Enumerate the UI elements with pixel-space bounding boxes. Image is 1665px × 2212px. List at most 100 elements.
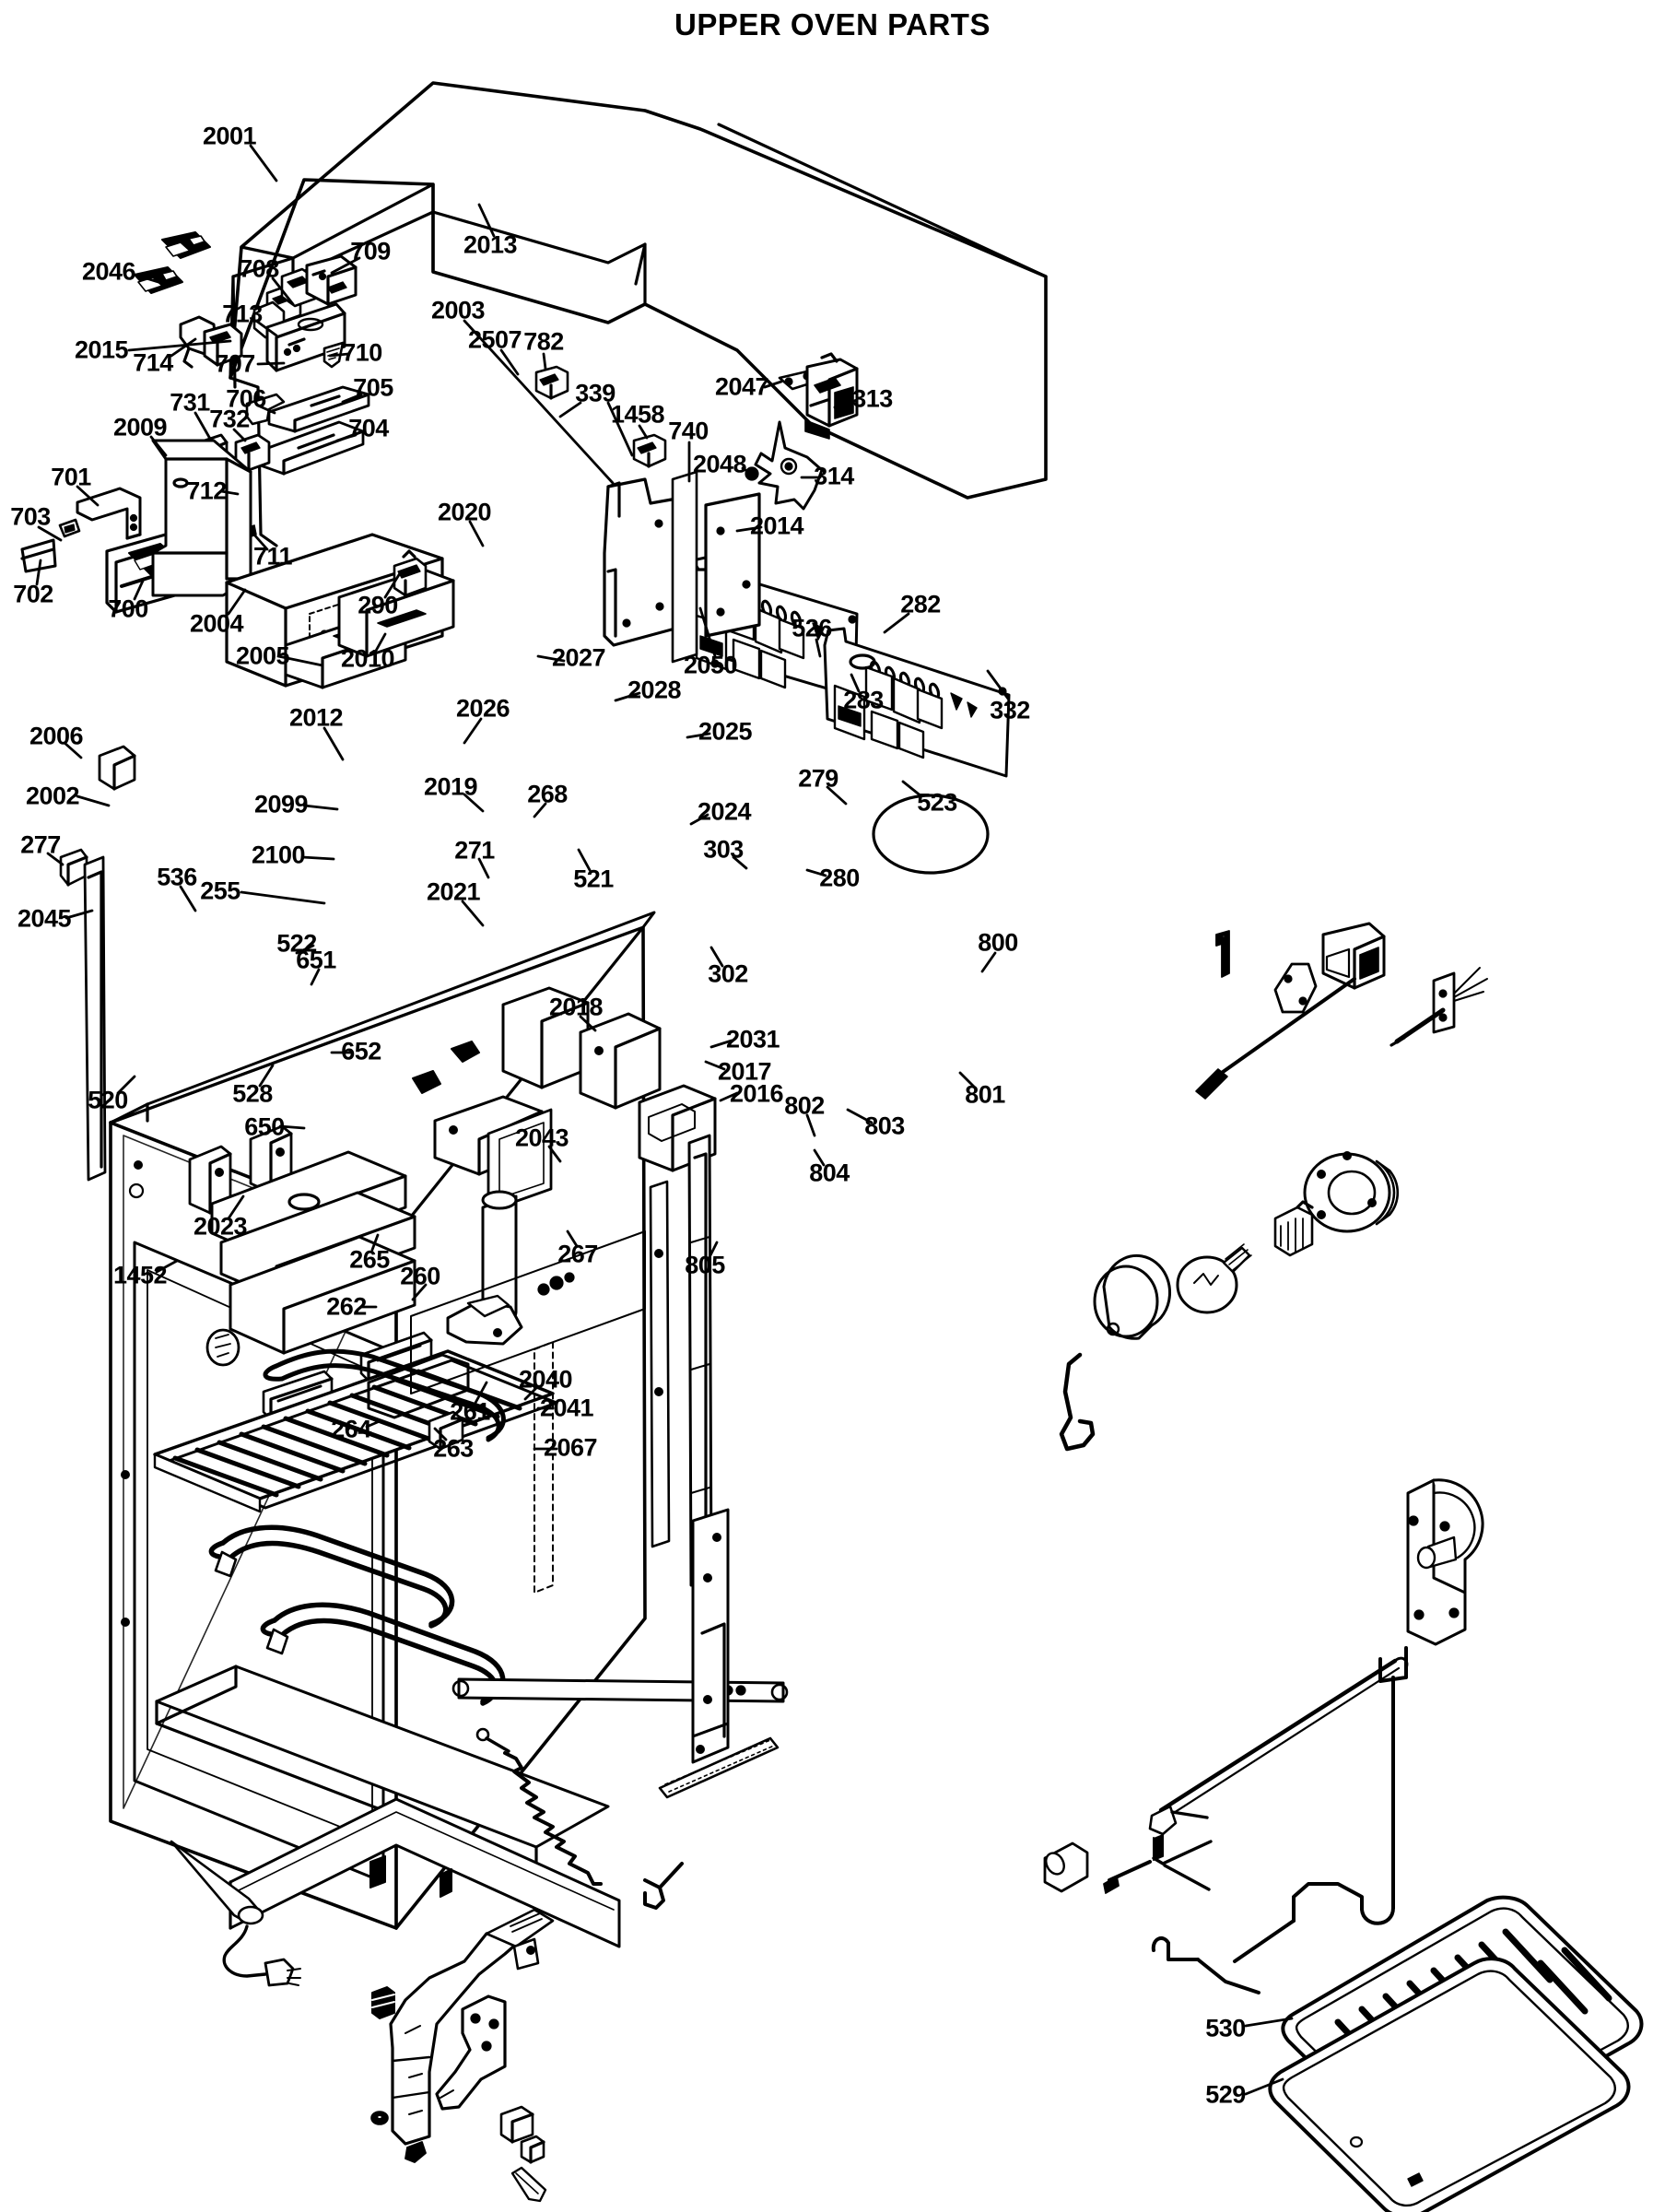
part-536-knob [205,1328,240,1367]
part-2002-top-lip [109,911,656,1124]
callout-2016: 2016 [729,1079,784,1108]
callout-2024: 2024 [697,797,752,826]
part-260-door-hinge [389,1908,555,2146]
part-1452-power-cord [170,1840,301,1987]
part-2045-trim-strip [83,855,107,1182]
callout-2015: 2015 [74,335,129,364]
part-303-lens [1093,1253,1171,1340]
part-521-screws [537,1272,575,1296]
part-526-clip [1215,930,1230,978]
callout-705: 705 [353,373,393,402]
callout-522: 522 [276,929,317,958]
callout-2045: 2045 [17,904,72,933]
callout-2017: 2017 [717,1057,772,1086]
callout-523: 523 [917,788,957,817]
callout-2001: 2001 [202,122,257,150]
callout-2013: 2013 [463,230,518,259]
callout-2014: 2014 [749,512,804,540]
part-2048-screw [745,466,759,481]
part-267-hook [643,1862,684,1910]
part-800-rotisserie-motor [1406,1478,1484,1646]
callout-2018: 2018 [548,993,604,1021]
part-703-clip [58,518,81,538]
callout-802: 802 [784,1091,825,1120]
part-283-flange [1273,962,1318,1014]
callout-2031: 2031 [725,1025,780,1053]
callout-2046: 2046 [81,257,136,286]
callout-264: 264 [331,1415,371,1443]
part-2040-bushing [499,2105,534,2144]
callout-711: 711 [252,542,293,571]
part-704-rail [256,420,365,476]
part-2041-bushing [520,2135,545,2164]
callout-2050: 2050 [683,651,738,679]
callout-2040: 2040 [518,1365,573,1394]
callout-731: 731 [170,388,210,417]
part-279-socket [1273,1200,1314,1257]
part-2100-pad [229,1235,416,1355]
part-2067-screw [510,2166,547,2203]
callout-529: 529 [1205,2080,1246,2109]
callout-651: 651 [296,946,336,974]
callout-339: 339 [575,379,616,407]
callout-2100: 2100 [251,841,306,869]
callout-710: 710 [342,338,382,367]
callout-2099: 2099 [253,790,309,818]
callout-2507: 2507 [467,325,522,354]
part-2016-slide-strip [658,1736,780,1799]
part-313-fan-motor [804,352,859,440]
callout-707: 707 [215,349,255,378]
callout-332: 332 [990,696,1030,724]
callout-2020: 2020 [437,498,492,526]
part-2046-clip [161,231,211,259]
part-2024-side-rail [687,1134,713,1587]
part-1458-connector [632,433,667,468]
callout-283: 283 [843,686,884,714]
part-339-control-board [823,627,1011,875]
callout-704: 704 [348,414,389,442]
part-803-spit-rod [1158,1656,1409,1819]
callout-2041: 2041 [539,1394,594,1422]
part-529-broiler-pan [1268,1957,1631,2212]
part-782-connector [534,365,569,400]
callout-708: 708 [239,254,279,283]
part-271-flue-plate [446,1294,523,1346]
part-804-handle [1103,1860,1152,1894]
part-709-bracket [305,254,358,306]
part-705-rail [267,385,370,433]
callout-520: 520 [88,1086,128,1114]
callout-530: 530 [1205,2014,1246,2042]
part-2026-tab-b [412,1070,441,1094]
callout-2027: 2027 [551,643,606,672]
callout-700: 700 [108,594,148,623]
callout-2003: 2003 [430,296,486,324]
callout-290: 290 [358,591,398,619]
part-520-door-bottom [155,1665,610,1871]
part-332-sensor [1389,967,1488,1047]
part-650-bake-element-b [208,1524,455,1629]
callout-804: 804 [809,1159,850,1187]
part-802-spit-fork [1148,1805,1213,1891]
callout-1452: 1452 [112,1261,168,1289]
part-262-bushing [371,1986,395,2019]
page-title: UPPER OVEN PARTS [674,7,991,41]
callout-2067: 2067 [543,1433,598,1462]
part-2028-duct [579,1012,662,1110]
callout-706: 706 [226,384,266,413]
callout-2048: 2048 [692,450,747,478]
callout-782: 782 [523,327,564,356]
callout-703: 703 [10,502,51,531]
part-707-control-panel-bar [265,302,346,372]
callout-713: 713 [222,300,263,328]
callout-262: 262 [326,1292,367,1321]
callout-652: 652 [341,1037,381,1065]
callout-267: 267 [557,1240,598,1268]
part-702-wedge [20,538,57,573]
callout-712: 712 [186,477,227,505]
callout-732: 732 [209,405,250,433]
callout-701: 701 [51,463,91,491]
callout-2005: 2005 [235,641,290,670]
part-652-rack-stop [428,1410,464,1451]
callout-528: 528 [232,1079,273,1108]
